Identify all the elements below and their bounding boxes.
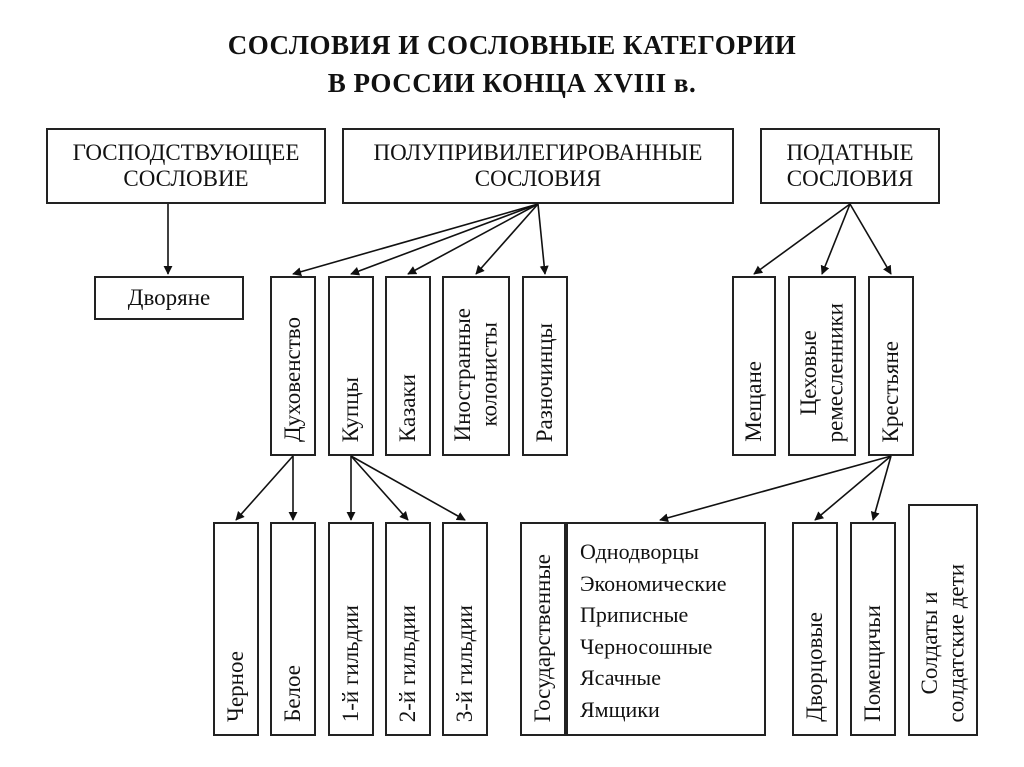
arrow-semi-to-raznochintsy bbox=[537, 203, 549, 275]
taxed-estates-box: ПОДАТНЫЕ СОСЛОВИЯ bbox=[760, 128, 940, 204]
guild-3-label: 3-й гильдии bbox=[451, 604, 477, 722]
semi-privileged-line-2: СОСЛОВИЯ bbox=[474, 166, 602, 191]
cossacks-box: Казаки bbox=[385, 276, 431, 456]
arrow-semi-to-merchants bbox=[350, 203, 539, 276]
ruling-estate-line-2: СОСЛОВИЕ bbox=[123, 166, 249, 191]
peasants-label: Крестьяне bbox=[877, 340, 903, 442]
state-category-item: Ямщики bbox=[580, 696, 660, 722]
merchants-label: Купцы bbox=[337, 376, 363, 442]
artisans-label-line-1: Цеховые bbox=[795, 329, 821, 415]
townsmen-box: Мещане bbox=[732, 276, 776, 456]
court-peasants-box: Дворцовые bbox=[792, 522, 838, 736]
arrow-merchants-to-guild-3 bbox=[350, 455, 466, 521]
state-peasants-categories-box: Однодворцы Экономические Приписные Черно… bbox=[566, 522, 766, 736]
cossacks-label: Казаки bbox=[394, 373, 420, 442]
raznochintsy-label: Разночинцы bbox=[531, 322, 557, 442]
arrow-peasants-to-state bbox=[659, 455, 892, 523]
state-category-item: Ясачные bbox=[580, 665, 661, 690]
arrow-taxed-to-artisans bbox=[820, 203, 851, 275]
raznochintsy-box: Разночинцы bbox=[522, 276, 568, 456]
clergy-label: Духовенство bbox=[279, 316, 305, 442]
ruling-estate-box: ГОСПОДСТВУЮЩЕЕ СОСЛОВИЕ bbox=[46, 128, 326, 204]
artisans-box: Цеховые ремесленники bbox=[788, 276, 856, 456]
guild-2-label: 2-й гильдии bbox=[394, 604, 420, 722]
state-category-item: Экономические bbox=[580, 570, 727, 596]
peasants-box: Крестьяне bbox=[868, 276, 914, 456]
black-clergy-box: Черное bbox=[213, 522, 259, 736]
nobles-box: Дворяне bbox=[94, 276, 244, 320]
arrow-semi-to-cossacks bbox=[407, 203, 539, 275]
semi-privileged-line-1: ПОЛУПРИВИЛЕГИРОВАННЫЕ bbox=[373, 139, 703, 165]
guild-3-box: 3-й гильдии bbox=[442, 522, 488, 736]
ruling-estate-line-1: ГОСПОДСТВУЮЩЕЕ bbox=[72, 139, 300, 165]
black-clergy-label: Черное bbox=[222, 651, 248, 722]
taxed-estates-line-2: СОСЛОВИЯ bbox=[786, 166, 914, 191]
soldiers-label-line-1: Солдаты и bbox=[916, 591, 942, 695]
clergy-box: Духовенство bbox=[270, 276, 316, 456]
arrow-semi-to-colonists bbox=[475, 203, 539, 275]
diagram-title-line-1: СОСЛОВИЯ И СОСЛОВНЫЕ КАТЕГОРИИ bbox=[227, 30, 797, 60]
soldiers-box: Солдаты и солдатские дети bbox=[908, 504, 978, 736]
arrow-clergy-to-black bbox=[235, 455, 294, 521]
state-category-item: Приписные bbox=[580, 602, 689, 627]
semi-privileged-estates-box: ПОЛУПРИВИЛЕГИРОВАННЫЕ СОСЛОВИЯ bbox=[342, 128, 734, 204]
diagram-title-line-2: В РОССИИ КОНЦА XVIII в. bbox=[327, 68, 697, 98]
white-clergy-box: Белое bbox=[270, 522, 316, 736]
colonists-label-line-2: колонисты bbox=[476, 322, 501, 428]
townsmen-label: Мещане bbox=[740, 361, 766, 442]
colonists-box: Иностранные колонисты bbox=[442, 276, 510, 456]
arrow-taxed-to-townsmen bbox=[753, 203, 851, 275]
white-clergy-label: Белое bbox=[279, 665, 305, 722]
state-category-item: Однодворцы bbox=[580, 539, 699, 564]
arrow-semi-to-clergy bbox=[292, 203, 539, 277]
arrow-peasants-to-court bbox=[814, 455, 892, 521]
nobles-label: Дворяне bbox=[127, 284, 211, 310]
artisans-label-line-2: ремесленники bbox=[822, 302, 847, 442]
arrow-taxed-to-peasants bbox=[849, 203, 892, 275]
merchants-box: Купцы bbox=[328, 276, 374, 456]
court-peasants-label: Дворцовые bbox=[801, 612, 827, 722]
state-peasants-box: Государственные bbox=[520, 522, 566, 736]
landlord-peasants-label: Помещичьи bbox=[859, 605, 885, 722]
guild-2-box: 2-й гильдии bbox=[385, 522, 431, 736]
state-peasants-label: Государственные bbox=[529, 553, 555, 722]
soldiers-label-line-2: солдатские дети bbox=[943, 563, 968, 722]
state-category-item: Черносошные bbox=[580, 633, 713, 659]
taxed-estates-line-1: ПОДАТНЫЕ bbox=[786, 139, 914, 165]
landlord-peasants-box: Помещичьи bbox=[850, 522, 896, 736]
guild-1-label: 1-й гильдии bbox=[337, 604, 363, 722]
colonists-label-line-1: Иностранные bbox=[449, 308, 475, 442]
arrow-peasants-to-landlord bbox=[870, 455, 892, 521]
guild-1-box: 1-й гильдии bbox=[328, 522, 374, 736]
arrow-merchants-to-guild-2 bbox=[350, 455, 409, 521]
